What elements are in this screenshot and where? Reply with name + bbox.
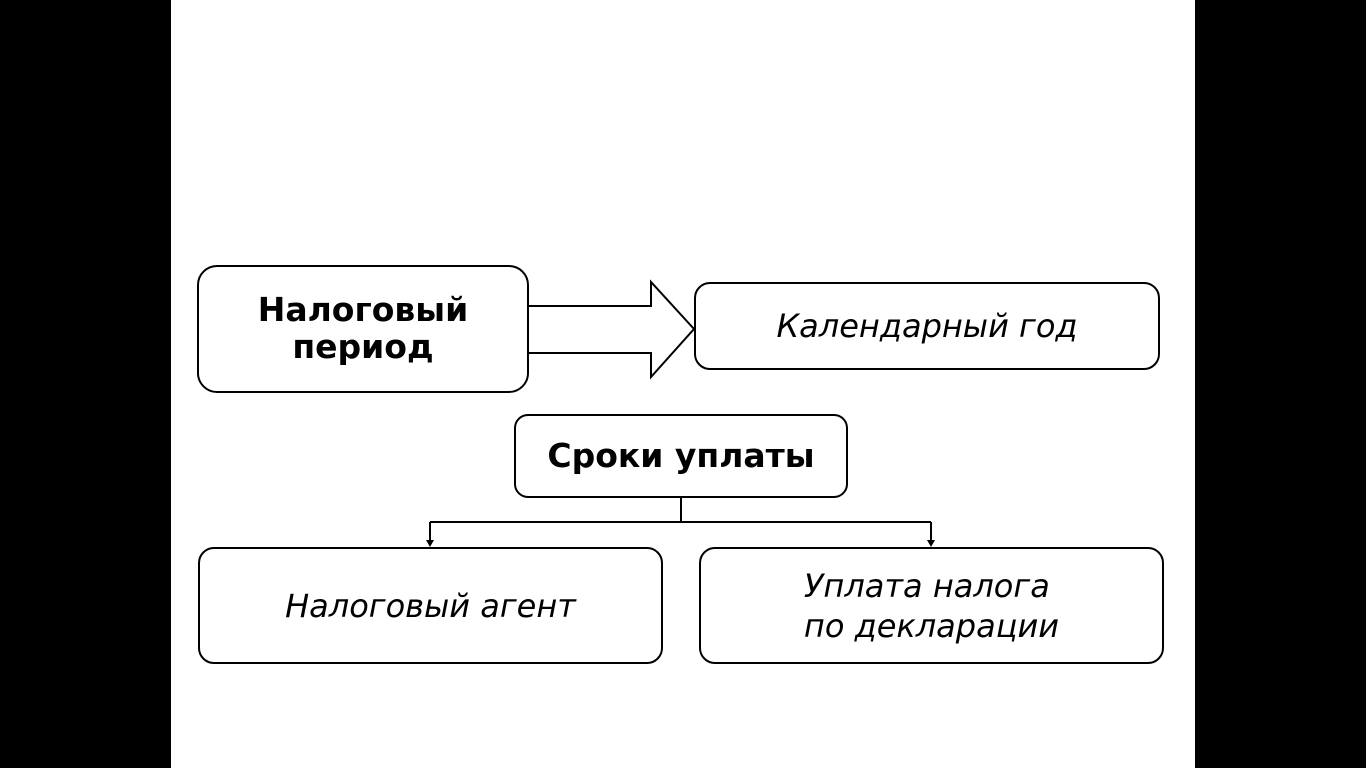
tax-agent-node: Налоговый агент bbox=[198, 547, 663, 664]
tax-period-node: Налоговый период bbox=[197, 265, 529, 393]
calendar-year-node: Календарный год bbox=[694, 282, 1160, 370]
calendar-year-label: Календарный год bbox=[776, 307, 1078, 345]
tax-period-label: Налоговый период bbox=[257, 290, 469, 366]
declaration-payment-label: Уплата налога по декларации bbox=[803, 566, 1060, 645]
tax-agent-label: Налоговый агент bbox=[285, 586, 576, 625]
arrowhead-right bbox=[927, 540, 935, 547]
declaration-payment-node: Уплата налога по декларации bbox=[699, 547, 1164, 664]
payment-terms-node: Сроки уплаты bbox=[514, 414, 848, 498]
payment-terms-label: Сроки уплаты bbox=[547, 435, 815, 475]
block-arrow-right bbox=[528, 279, 696, 380]
arrowhead-left bbox=[426, 540, 434, 547]
